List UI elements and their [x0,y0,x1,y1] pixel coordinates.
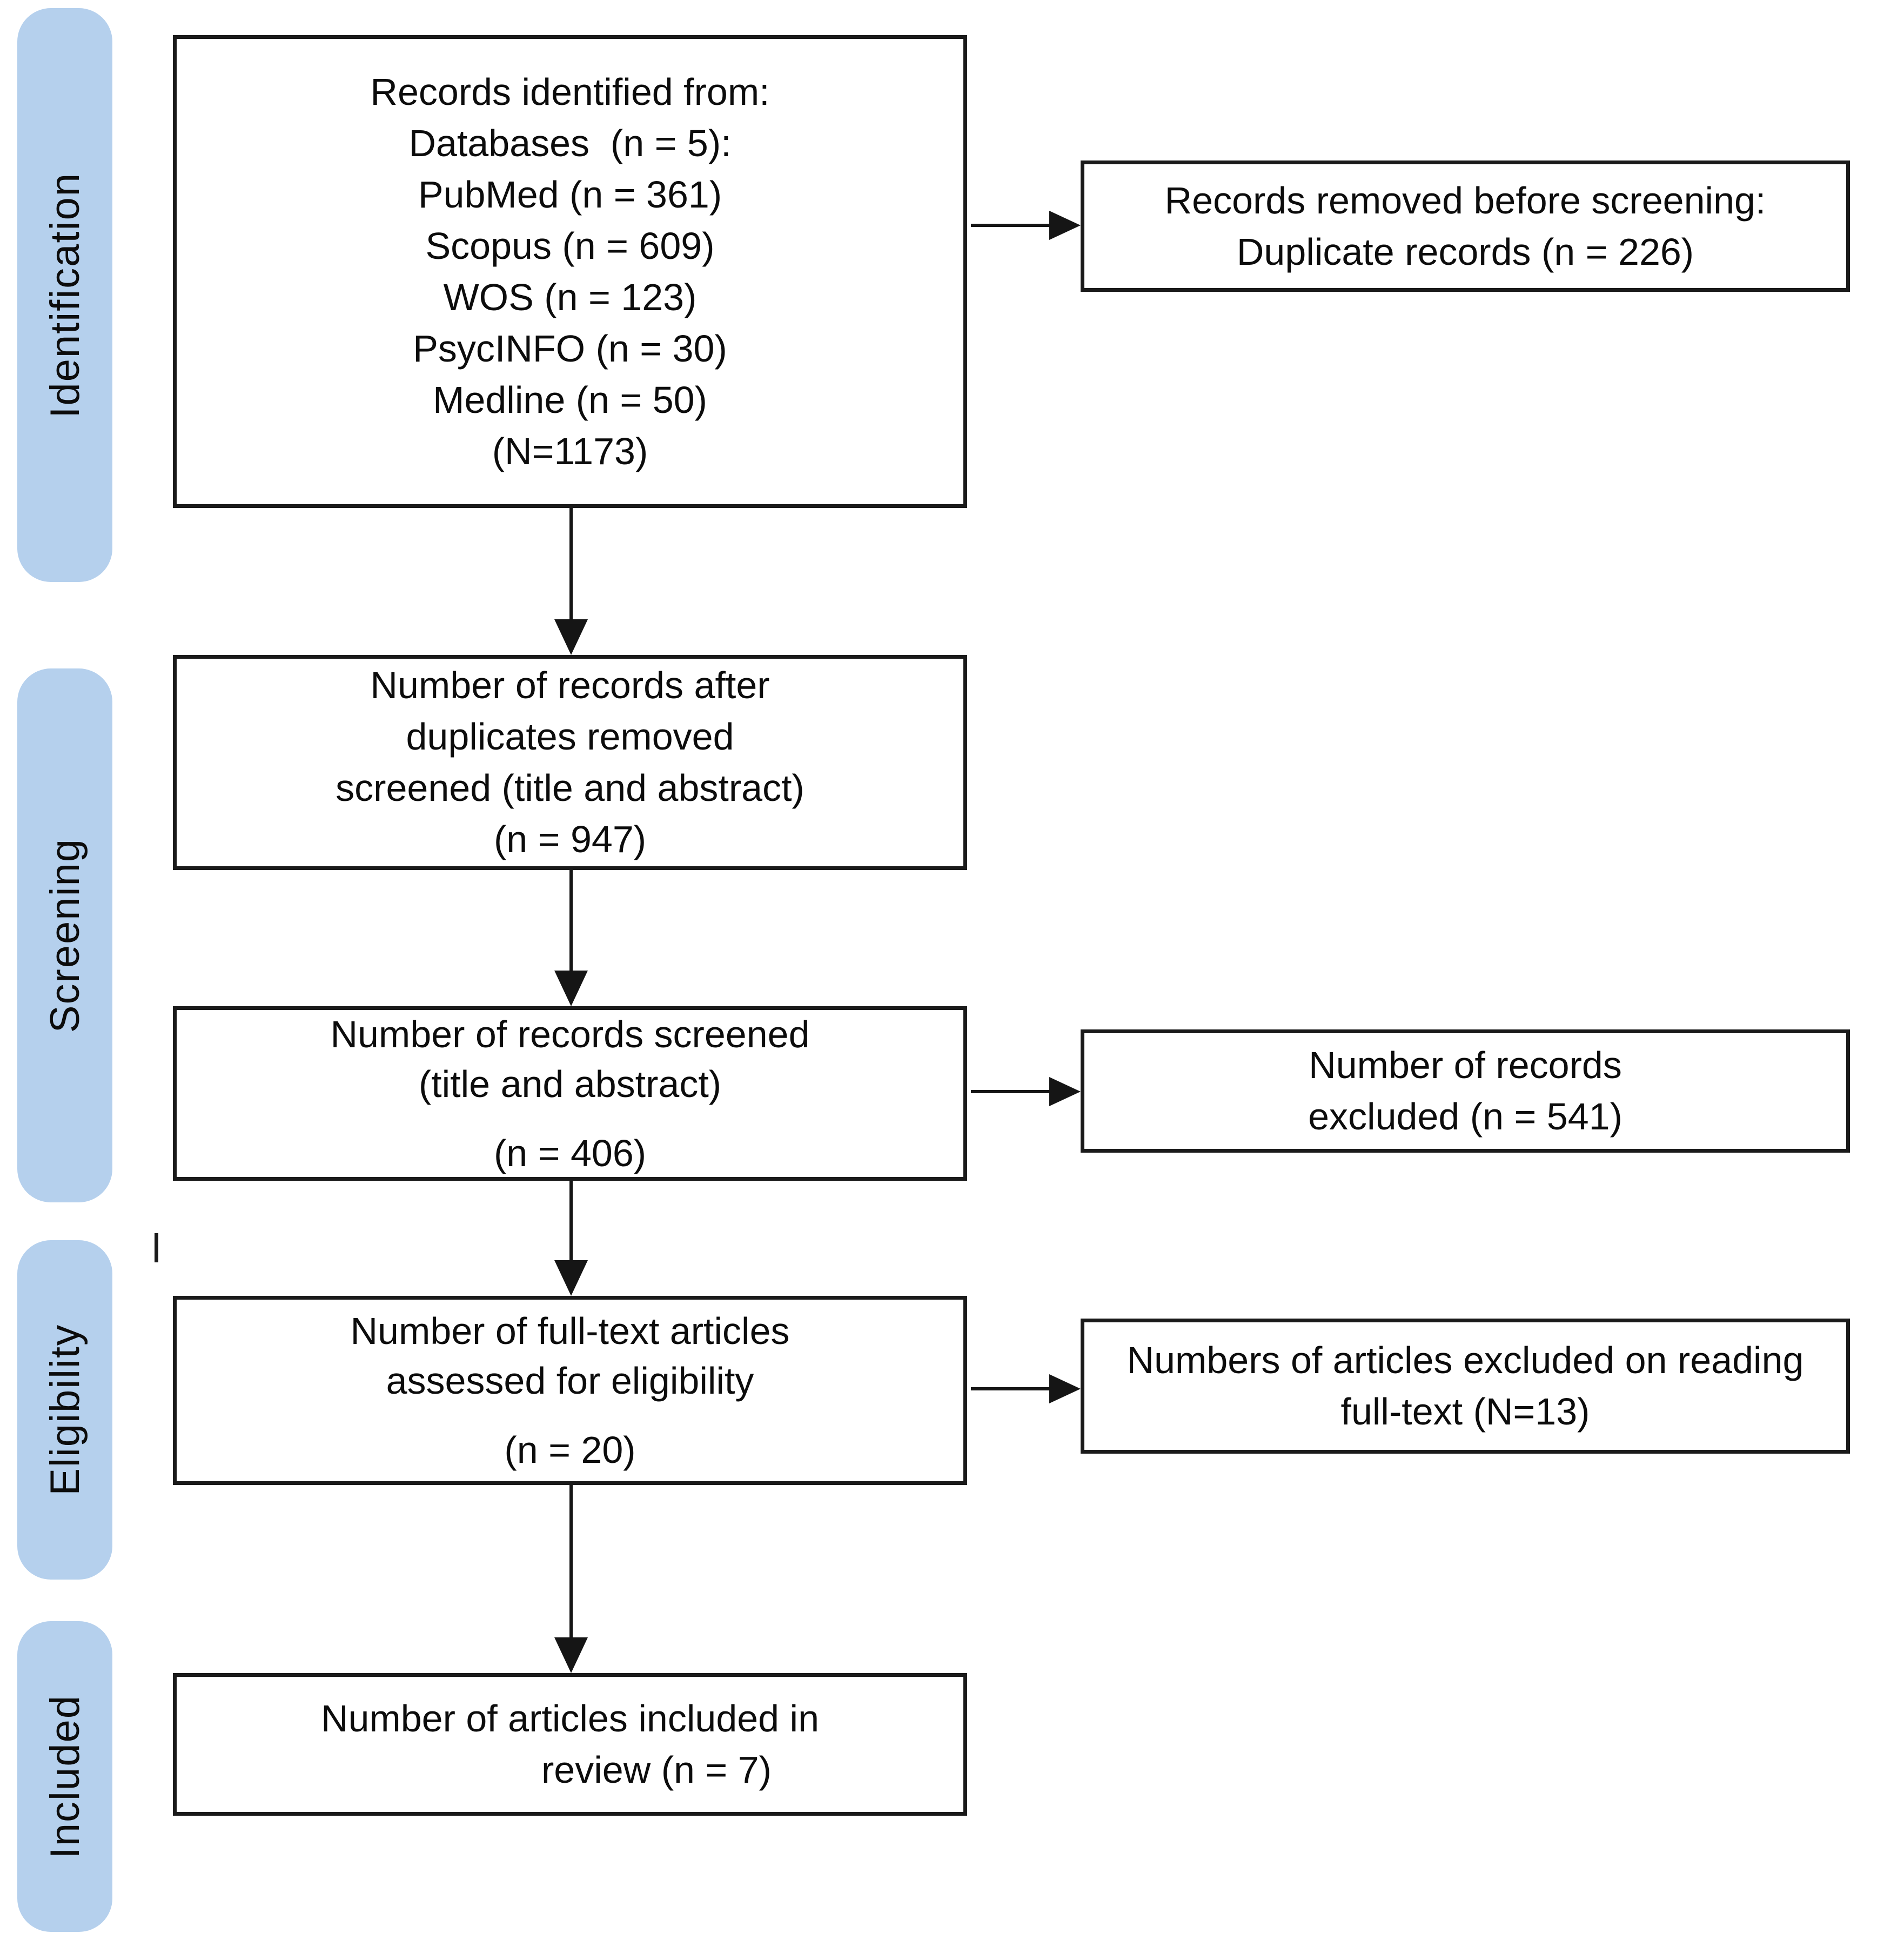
connector-line [569,1181,573,1261]
text-line: full-text (N=13) [1340,1390,1590,1433]
text-line: WOS (n = 123) [443,276,697,318]
box-records-screened: Number of records screened (title and ab… [173,1006,967,1181]
arrow-right-icon [1049,1077,1081,1106]
box-included-in-review: Number of articles included in review (n… [173,1673,967,1816]
text-line: excluded (n = 541) [1308,1095,1622,1138]
connector-line [569,508,573,620]
connector-line [971,1090,1050,1093]
text-line: (N=1173) [492,430,648,472]
arrow-down-icon [554,1637,588,1673]
connector-line [569,1485,573,1638]
text-line: Number of records after [370,664,770,706]
stage-label-text: Identification [42,172,88,418]
arrow-down-icon [554,971,588,1006]
text-line: screened (title and abstract) [336,767,804,809]
box-fulltext-assessed: Number of full-text articles assessed fo… [173,1296,967,1485]
arrow-down-icon [554,1260,588,1296]
connector-line [971,1387,1050,1390]
box-fulltext-excluded: Numbers of articles excluded on reading … [1081,1319,1850,1454]
text-line: PubMed (n = 361) [418,173,722,216]
text-line: (n = 947) [493,818,647,860]
text-line: assessed for eligibility [386,1360,754,1402]
arrow-right-icon [1049,1374,1081,1403]
text-line: Scopus (n = 609) [425,224,715,267]
stage-label-identification: Identification [17,8,112,582]
text-line: Medline (n = 50) [433,378,707,421]
connector-line [569,870,573,972]
connector-line [971,224,1050,227]
stage-label-screening: Screening [17,668,112,1202]
text-line: PsycINFO (n = 30) [413,327,727,370]
stage-label-included: Included [17,1621,112,1932]
box-removed-before-screening: Records removed before screening: Duplic… [1081,160,1850,292]
text-line: Records removed before screening: [1164,179,1766,222]
text-line: Number of articles included in [320,1697,820,1740]
stage-label-text: Screening [42,838,88,1033]
stage-label-eligibility: Eligibility [17,1240,112,1580]
text-line: Number of records screened [330,1013,810,1055]
text-line: (n = 406) [493,1132,647,1174]
text-line: Records identified from: [370,70,770,113]
text-line: duplicates removed [406,715,734,758]
text-line: Duplicate records (n = 226) [1236,230,1694,273]
box-records-identified: Records identified from: Databases (n = … [173,35,967,508]
text-line: review (n = 7) [541,1749,772,1791]
stage-label-text: Included [42,1694,88,1859]
text-line: Numbers of articles excluded on reading [1127,1339,1804,1381]
box-records-excluded: Number of records excluded (n = 541) [1081,1029,1850,1153]
text-line: Databases (n = 5): [408,122,732,164]
text-line: (title and abstract) [418,1062,722,1105]
text-line: (n = 20) [504,1429,636,1471]
text-line: Number of full-text articles [350,1310,790,1352]
stage-label-text: Eligibility [42,1324,88,1496]
arrow-right-icon [1049,211,1081,240]
stray-tick-mark [155,1233,158,1262]
box-after-duplicates-removed: Number of records after duplicates remov… [173,655,967,870]
text-line: Number of records [1309,1044,1622,1086]
arrow-down-icon [554,619,588,655]
